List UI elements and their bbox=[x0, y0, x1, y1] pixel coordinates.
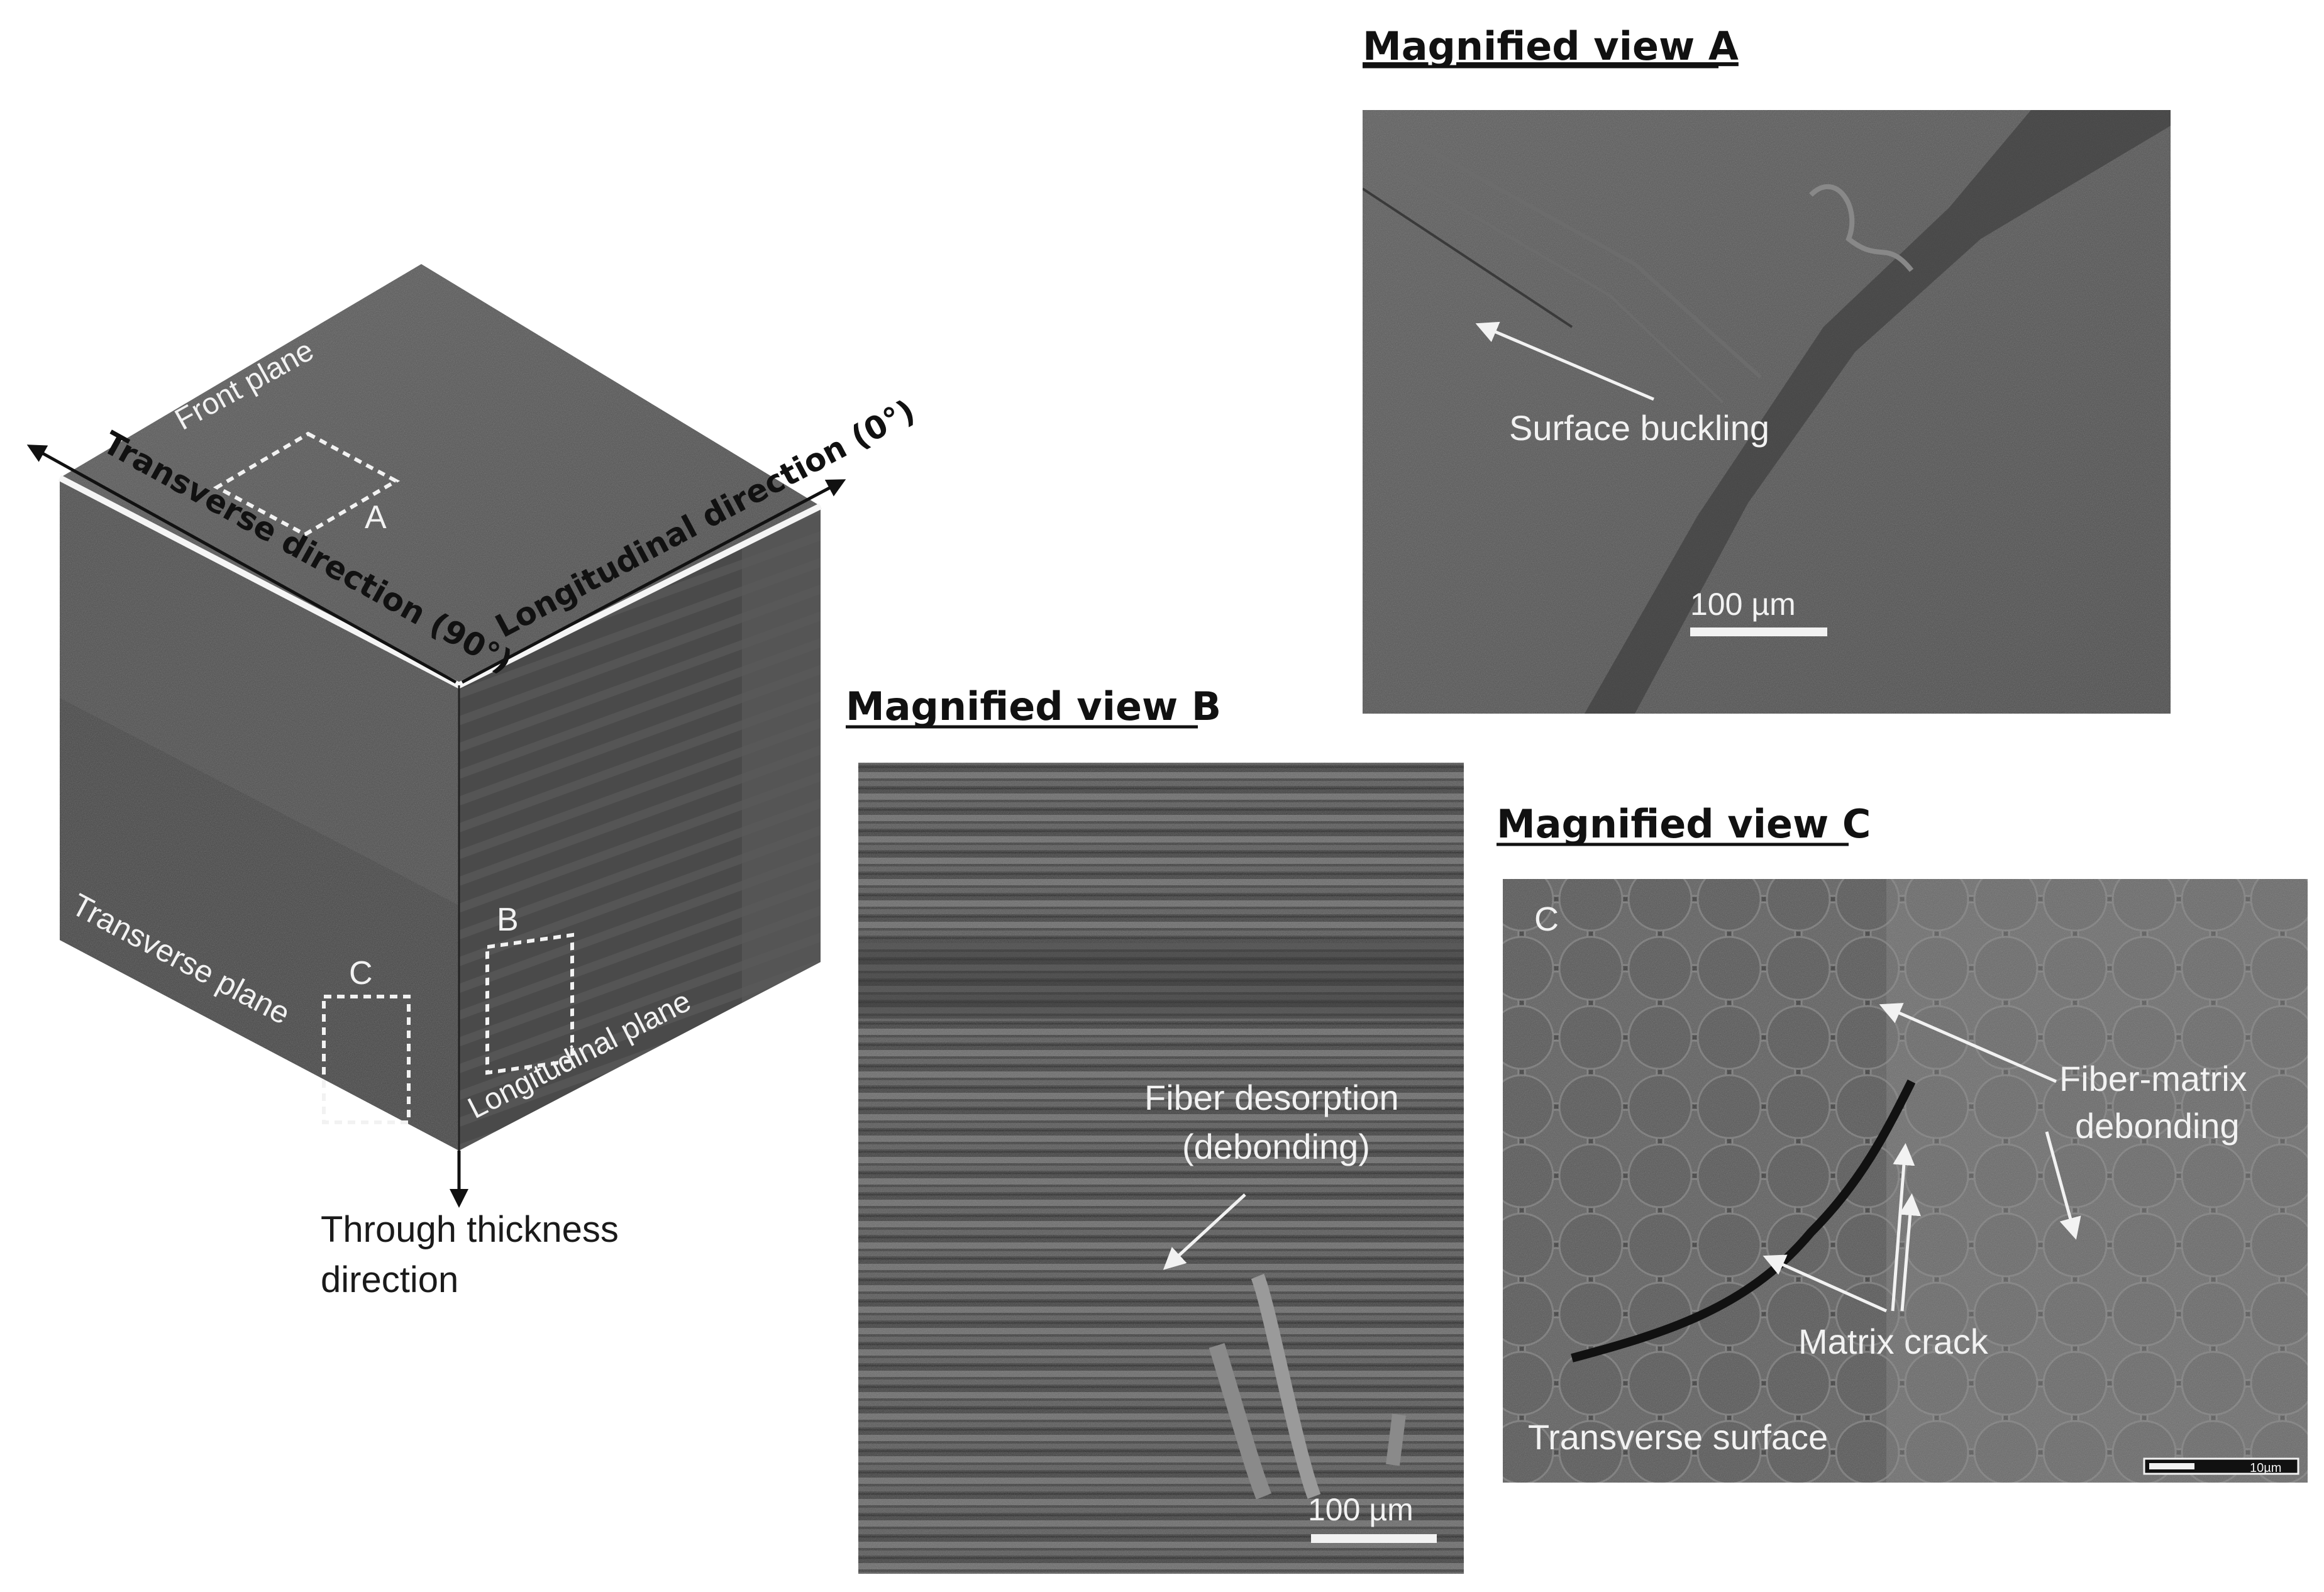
magnified-view-b: Magnified view B Fiber desorption (debon… bbox=[846, 683, 1464, 1574]
fiber-matrix-debonding-label: Fiber-matrix bbox=[2059, 1059, 2247, 1098]
region-b-label: B bbox=[497, 902, 519, 938]
longitudinal-direction-arrow bbox=[461, 479, 846, 684]
view-c-corner-label: C bbox=[1534, 900, 1559, 938]
transverse-direction-arrow bbox=[26, 445, 457, 684]
fiber-desorption-label: Fiber desorption bbox=[1144, 1078, 1399, 1117]
surface-buckling-label: Surface buckling bbox=[1509, 408, 1769, 448]
view-b-scale-label: 100 µm bbox=[1308, 1492, 1414, 1527]
sample-cube: A B C Front plane Transverse plane Longi… bbox=[58, 264, 822, 1151]
view-c-scale-label: 10µm bbox=[2250, 1461, 2281, 1475]
magnified-view-c: Magnified view C C Fiber-matrix debondin… bbox=[1497, 801, 2308, 1483]
matrix-crack-arrow-1 bbox=[1762, 1254, 1888, 1313]
surface-buckling-arrow bbox=[1475, 321, 1654, 401]
transverse-surface-label: Transverse surface bbox=[1528, 1417, 1828, 1457]
fiber-matrix-debonding-label-2: debonding bbox=[2075, 1106, 2240, 1146]
debond-arrow-2 bbox=[2045, 1131, 2081, 1240]
matrix-crack-label: Matrix crack bbox=[1798, 1322, 1989, 1361]
view-b-title: Magnified view B bbox=[846, 683, 1221, 729]
matrix-crack-arrow-3 bbox=[1899, 1193, 1922, 1312]
view-c-title: Magnified view C bbox=[1497, 801, 1871, 847]
region-c-label: C bbox=[349, 955, 373, 992]
region-a-box bbox=[213, 431, 401, 537]
view-a-scale-bar bbox=[1690, 627, 1827, 636]
region-b-box bbox=[485, 932, 574, 1075]
view-a-title: Magnified view A bbox=[1363, 23, 1739, 69]
matrix-crack-arrow-2 bbox=[1891, 1143, 1915, 1312]
fiber-desorption-label-2: (debonding) bbox=[1182, 1127, 1370, 1166]
fiber-desorption-arrow bbox=[1163, 1193, 1246, 1270]
through-thickness-label: Through thickness bbox=[321, 1209, 619, 1250]
view-b-scale-bar bbox=[1311, 1534, 1437, 1543]
region-a-label: A bbox=[365, 499, 387, 536]
magnified-view-a: Magnified view A Surface buckling 100 µm bbox=[1363, 23, 2171, 714]
region-c-box bbox=[322, 995, 411, 1124]
debond-arrow-1 bbox=[1879, 1003, 2057, 1083]
view-a-scale-label: 100 µm bbox=[1690, 587, 1796, 622]
through-thickness-label-2: direction bbox=[321, 1259, 458, 1300]
longitudinal-plane-face bbox=[459, 506, 821, 1151]
